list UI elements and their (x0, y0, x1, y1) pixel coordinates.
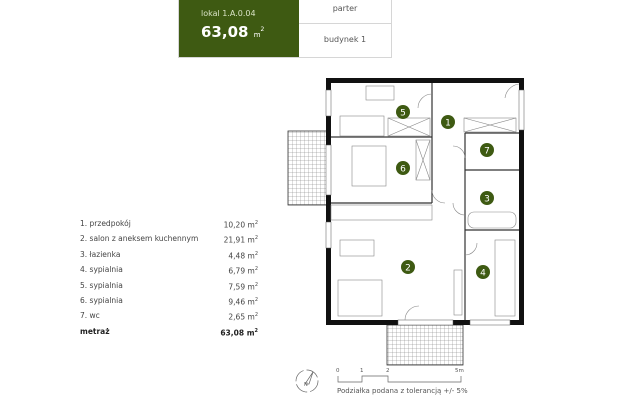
room-row: 3. łazienka 4,48 m2 (80, 247, 258, 262)
scale-tick: 1 (360, 368, 364, 374)
compass-label: N (304, 382, 308, 388)
room-area: 10,20 m2 (223, 220, 258, 230)
room-marker-4 (476, 265, 490, 279)
room-marker-label: 6 (400, 165, 406, 175)
room-name: 7. wc (80, 311, 100, 321)
unit-label: lokal 1.A.0.04 (201, 9, 256, 18)
room-marker-2 (401, 260, 415, 274)
room-name: 4. sypialnia (80, 265, 123, 275)
room-name: 6. sypialnia (80, 295, 123, 305)
room-marker-label: 5 (400, 109, 406, 119)
room-marker-3 (480, 191, 494, 205)
room-name: 1. przedpokój (80, 219, 131, 228)
unit-area: 63,08 m2 (201, 23, 265, 41)
room-marker-label: 1 (445, 119, 451, 129)
room-row: 4. sypialnia 6,79 m2 (80, 262, 258, 277)
floor-label: parter (299, 0, 391, 24)
scale-bar (337, 375, 462, 383)
room-row: 7. wc 2,65 m2 (80, 308, 258, 323)
room-marker-label: 3 (484, 195, 490, 205)
room-marker-label: 7 (484, 147, 490, 157)
compass: N (295, 369, 319, 393)
balcony-left (287, 130, 328, 206)
room-area: 4,48 m2 (228, 250, 258, 261)
room-name: 5. sypialnia (80, 280, 123, 290)
room-area: 6,79 m2 (228, 266, 258, 276)
total-row: metraż 63,08 m2 (80, 324, 258, 339)
room-name: 3. łazienka (80, 249, 121, 259)
room-name: metraż (80, 326, 110, 336)
outer-walls (326, 78, 524, 325)
furniture (330, 83, 520, 321)
room-row: 1. przedpokój 10,20 m2 (80, 216, 258, 231)
room-row: 5. sypialnia 7,59 m2 (80, 278, 258, 293)
room-marker-7 (480, 143, 494, 157)
room-area: 2,65 m2 (228, 312, 258, 322)
room-marker-1 (441, 115, 455, 129)
room-name: 2. salon z aneksem kuchennym (80, 234, 199, 244)
room-marker-6 (396, 161, 410, 175)
building-label: budynek 1 (323, 35, 367, 44)
room-area: 63,08 m2 (220, 327, 258, 338)
scale-tick: 2 (386, 368, 390, 374)
room-marker-label: 4 (480, 269, 486, 279)
room-area: 9,46 m2 (228, 296, 258, 307)
room-row: 6. sypialnia 9,46 m2 (80, 293, 258, 308)
unit-area-box: lokal 1.A.0.04 63,08 m2 (179, 0, 299, 57)
scale-tick: 0 (336, 368, 340, 374)
interior-walls (331, 83, 519, 320)
room-area: 21,91 m2 (223, 235, 258, 245)
unit-header: lokal 1.A.0.04 63,08 m2 parter budynek 1 (178, 0, 392, 58)
scale-tick: 5m (455, 368, 464, 374)
room-marker-5 (396, 105, 410, 119)
room-row: 2. salon z aneksem kuchennym 21,91 m2 (80, 231, 258, 246)
room-marker-label: 2 (405, 264, 411, 274)
scale-note: Podziałka podana z tolerancją +/- 5% (337, 387, 468, 395)
balcony-bottom (386, 324, 464, 366)
windows (325, 89, 525, 326)
room-area: 7,59 m2 (228, 281, 258, 292)
